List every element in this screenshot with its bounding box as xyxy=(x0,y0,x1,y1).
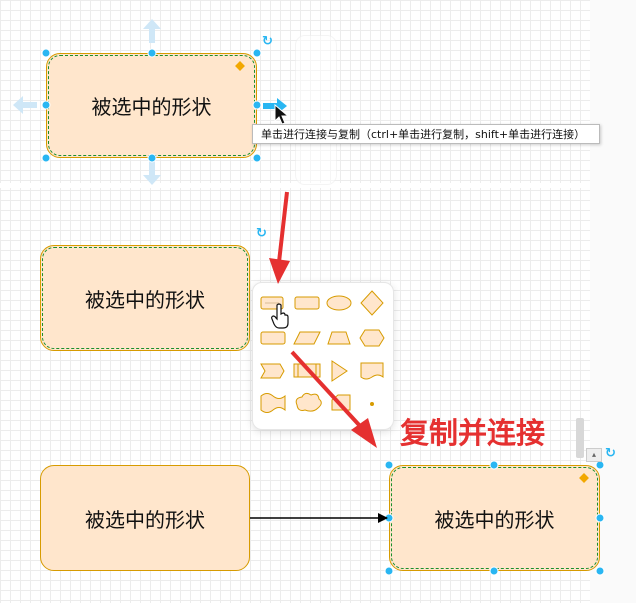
source-shape[interactable]: 被选中的形状 xyxy=(40,465,250,571)
shape-option-ellipse[interactable] xyxy=(326,295,352,311)
resize-handle-e[interactable] xyxy=(595,513,605,523)
duplicated-shape[interactable]: 被选中的形状 xyxy=(389,465,600,571)
red-arrow-diagonal xyxy=(290,350,377,448)
shape-option-triangle[interactable] xyxy=(331,360,348,382)
annotation-text: 复制并连接 xyxy=(400,416,546,450)
shape-label: 被选中的形状 xyxy=(91,95,212,119)
resize-handle-nw[interactable] xyxy=(41,48,51,58)
shape-option-cloud[interactable] xyxy=(295,392,322,412)
shape-label: 被选中的形状 xyxy=(85,507,205,532)
resize-handle-n[interactable] xyxy=(489,460,499,470)
rotate-icon[interactable]: ↻ xyxy=(256,225,267,240)
resize-handle-nw[interactable] xyxy=(384,460,394,470)
resize-handle-w[interactable] xyxy=(41,100,51,110)
rotate-icon[interactable]: ↻ xyxy=(605,445,616,460)
resize-handle-n[interactable] xyxy=(147,48,157,58)
resize-handle-s[interactable] xyxy=(489,566,499,576)
shape-option-step[interactable] xyxy=(260,363,285,379)
selected-shape-middle[interactable]: 被选中的形状 xyxy=(40,245,250,351)
shape-option-hexagon[interactable] xyxy=(359,329,385,347)
shape-option-document[interactable] xyxy=(360,362,384,380)
selected-shape-top[interactable]: 被选中的形状 xyxy=(46,53,257,158)
shape-option-parallelogram[interactable] xyxy=(293,331,321,345)
collapse-button[interactable]: ▴ xyxy=(586,448,602,462)
resize-handle-ne[interactable] xyxy=(252,48,262,58)
red-arrow-down xyxy=(269,191,290,284)
resize-handle-sw[interactable] xyxy=(384,566,394,576)
shape-option-diamond[interactable] xyxy=(360,290,384,316)
faded-shape-toolbox xyxy=(295,35,337,185)
resize-handle-e[interactable] xyxy=(252,100,262,110)
shape-option-wide-rectangle[interactable] xyxy=(260,331,286,345)
shape-label: 被选中的形状 xyxy=(434,507,555,532)
resize-handle-s[interactable] xyxy=(147,153,157,163)
resize-handle-se[interactable] xyxy=(252,153,262,163)
pointer-hand-icon xyxy=(271,303,289,329)
resize-handle-sw[interactable] xyxy=(41,153,51,163)
scrollbar-thumb[interactable] xyxy=(576,418,584,458)
shape-label: 被选中的形状 xyxy=(85,287,205,312)
arrow-down-icon[interactable] xyxy=(141,160,163,186)
rotate-icon[interactable]: ↻ xyxy=(262,33,273,48)
resize-handle-se[interactable] xyxy=(595,566,605,576)
arrow-left-icon[interactable] xyxy=(12,94,38,116)
pointer-arrow-icon xyxy=(274,104,290,125)
panel-separator xyxy=(0,183,590,188)
shape-option-rectangle[interactable] xyxy=(294,296,320,310)
arrow-up-icon[interactable] xyxy=(141,18,163,44)
tooltip: 单击进行连接与复制（ctrl+单击进行复制，shift+单击进行连接） xyxy=(252,124,600,144)
shape-option-tape[interactable] xyxy=(260,393,286,413)
shape-option-point[interactable] xyxy=(370,402,374,406)
shape-option-trapezoid[interactable] xyxy=(327,331,351,345)
